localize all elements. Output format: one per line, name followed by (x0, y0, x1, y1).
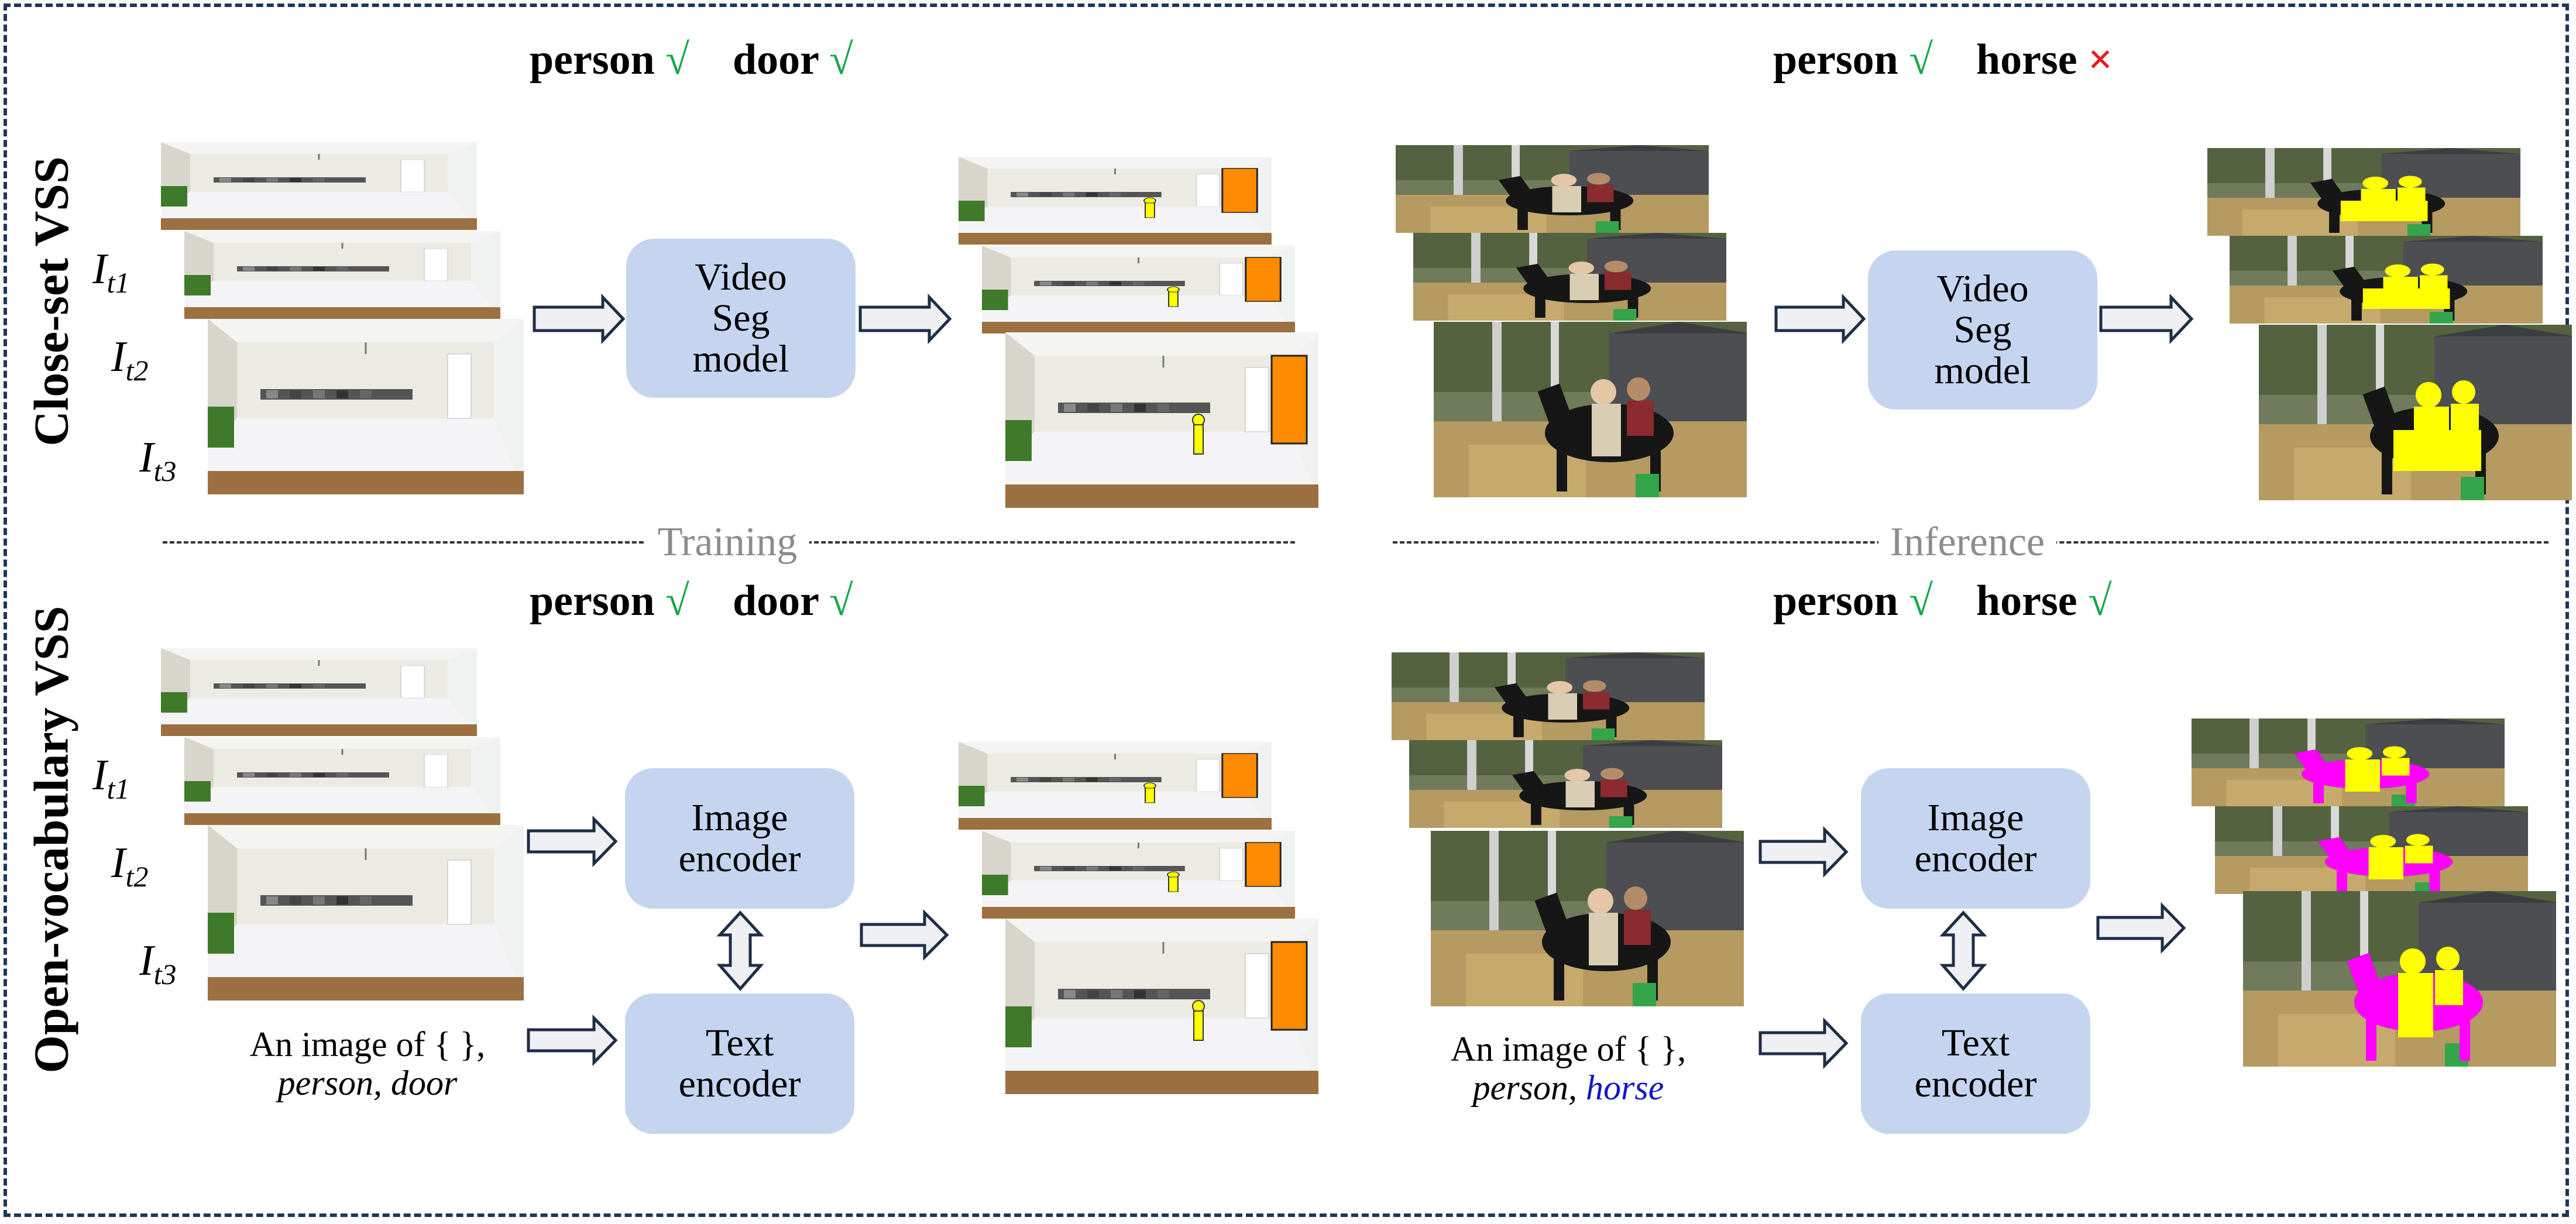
frames-output-infer-top (2207, 148, 2575, 500)
frame-label-t2: It2 (111, 839, 149, 893)
caption-line: An image of { }, (249, 1025, 486, 1064)
frame-label-t1: It1 (92, 751, 130, 805)
box-line: encoder (678, 837, 801, 880)
frames-output-train-top (959, 157, 1321, 508)
check-mark: √ (665, 577, 689, 625)
frame-label-t3: It3 (139, 434, 177, 487)
frames-input-infer-bottom (1392, 652, 1744, 1006)
check-mark: √ (2088, 577, 2112, 625)
check-mark: √ (1909, 36, 1933, 84)
status-bottom-left: person √ door √ (530, 576, 853, 626)
status-word: horse (1976, 577, 2077, 625)
double-arrow-icon (716, 910, 764, 991)
frame-label-t2: It2 (111, 333, 149, 387)
status-top-right: person √ horse × (1773, 35, 2113, 85)
box-line: Image (691, 796, 788, 839)
arrows (527, 293, 2194, 1070)
frames-input-train-top (161, 142, 524, 494)
caption-infer: An image of { }, person, horse (1451, 1030, 1687, 1107)
frames-input-infer-top (1396, 145, 1747, 497)
box-line: Video (695, 256, 787, 298)
video-seg-model-box-train: Video Seg model (626, 239, 856, 398)
arrow-right-icon (1758, 1017, 1849, 1070)
box-line: encoder (678, 1063, 801, 1105)
box-line: Image (1927, 796, 2024, 839)
frames-output-train-bottom (959, 742, 1321, 1094)
text-encoder-box-infer: Text encoder (1861, 993, 2090, 1134)
arrow-right-icon (860, 909, 949, 961)
check-mark: √ (1909, 577, 1933, 625)
arrow-right-icon (1758, 826, 1849, 878)
caption-classes: person, door (277, 1064, 458, 1102)
box-line: Text (705, 1022, 774, 1064)
frames-input-train-bottom (161, 648, 524, 1000)
frame-label-t3: It3 (139, 937, 177, 991)
status-word: door (732, 36, 819, 84)
caption-train: An image of { }, person, door (250, 1025, 486, 1102)
divider-label-training: Training (645, 519, 809, 566)
status-word: person (530, 36, 655, 84)
box-line: Text (1941, 1022, 2010, 1064)
box-line: Seg (712, 297, 770, 339)
image-encoder-box-infer: Image encoder (1861, 768, 2090, 909)
box-line: encoder (1914, 1063, 2037, 1105)
arrow-right-icon (2096, 902, 2186, 954)
arrow-right-icon (527, 1014, 618, 1067)
caption-classes: person, horse (1472, 1068, 1664, 1107)
status-word: person (1773, 36, 1898, 84)
double-arrow-icon (1939, 910, 1987, 991)
arrow-right-icon (533, 293, 626, 345)
box-line: encoder (1914, 837, 2037, 880)
arrow-right-icon (527, 815, 618, 868)
check-mark: √ (665, 36, 689, 84)
frames-output-infer-bottom (2192, 718, 2559, 1067)
caption-line: An image of { }, (1450, 1030, 1687, 1068)
image-encoder-box-train: Image encoder (625, 768, 854, 909)
cross-mark: × (2088, 36, 2113, 84)
status-word: person (530, 577, 655, 625)
box-line: model (1934, 349, 2031, 392)
video-seg-model-box-infer: Video Seg model (1868, 250, 2097, 410)
frame-label-t1: It1 (92, 245, 130, 299)
status-bottom-right: person √ horse √ (1773, 576, 2112, 626)
arrow-right-icon (2099, 293, 2194, 345)
check-mark: √ (829, 577, 853, 625)
status-word: horse (1976, 36, 2077, 84)
check-mark: √ (829, 36, 853, 84)
text-encoder-box-train: Text encoder (625, 993, 854, 1134)
arrow-right-icon (858, 293, 952, 345)
outer-frame (4, 4, 2569, 1217)
status-word: person (1773, 577, 1898, 625)
box-line: Seg (1953, 308, 2012, 351)
status-top-left: person √ door √ (530, 35, 853, 85)
arrow-right-icon (1774, 293, 1866, 345)
status-word: door (732, 577, 819, 625)
box-line: model (692, 338, 789, 380)
divider-label-inference: Inference (1878, 519, 2057, 566)
box-line: Video (1936, 267, 2029, 310)
